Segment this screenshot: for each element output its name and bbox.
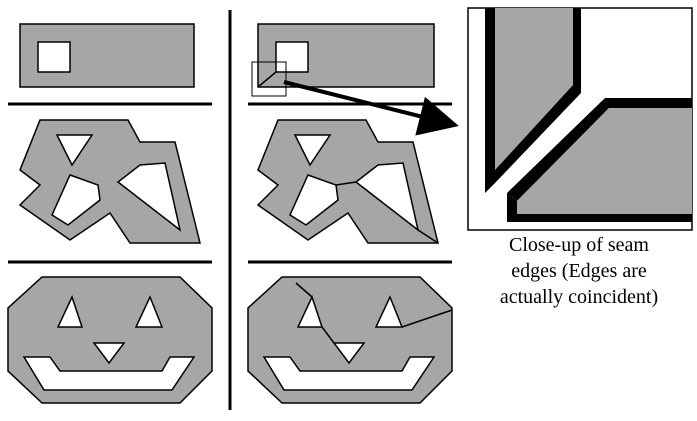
closeup-arrow: [283, 80, 459, 136]
middle-polygon-shape: [256, 119, 439, 244]
closeup-region-box: [251, 61, 287, 97]
left-rectangle-shape: [19, 23, 195, 88]
left-polygon-shape: [18, 119, 201, 244]
closeup-caption: Close-up of seam edges (Edges are actual…: [466, 232, 692, 310]
caption-line-3: actually coincident): [499, 286, 659, 308]
left-pumpkin-shape: [7, 276, 213, 404]
caption-line-1: Close-up of seam: [509, 234, 649, 256]
caption-line-2: edges (Edges are: [511, 260, 647, 282]
closeup-panel: [467, 7, 693, 231]
middle-rectangle-shape: [251, 23, 435, 97]
middle-pumpkin-shape: [247, 276, 453, 404]
